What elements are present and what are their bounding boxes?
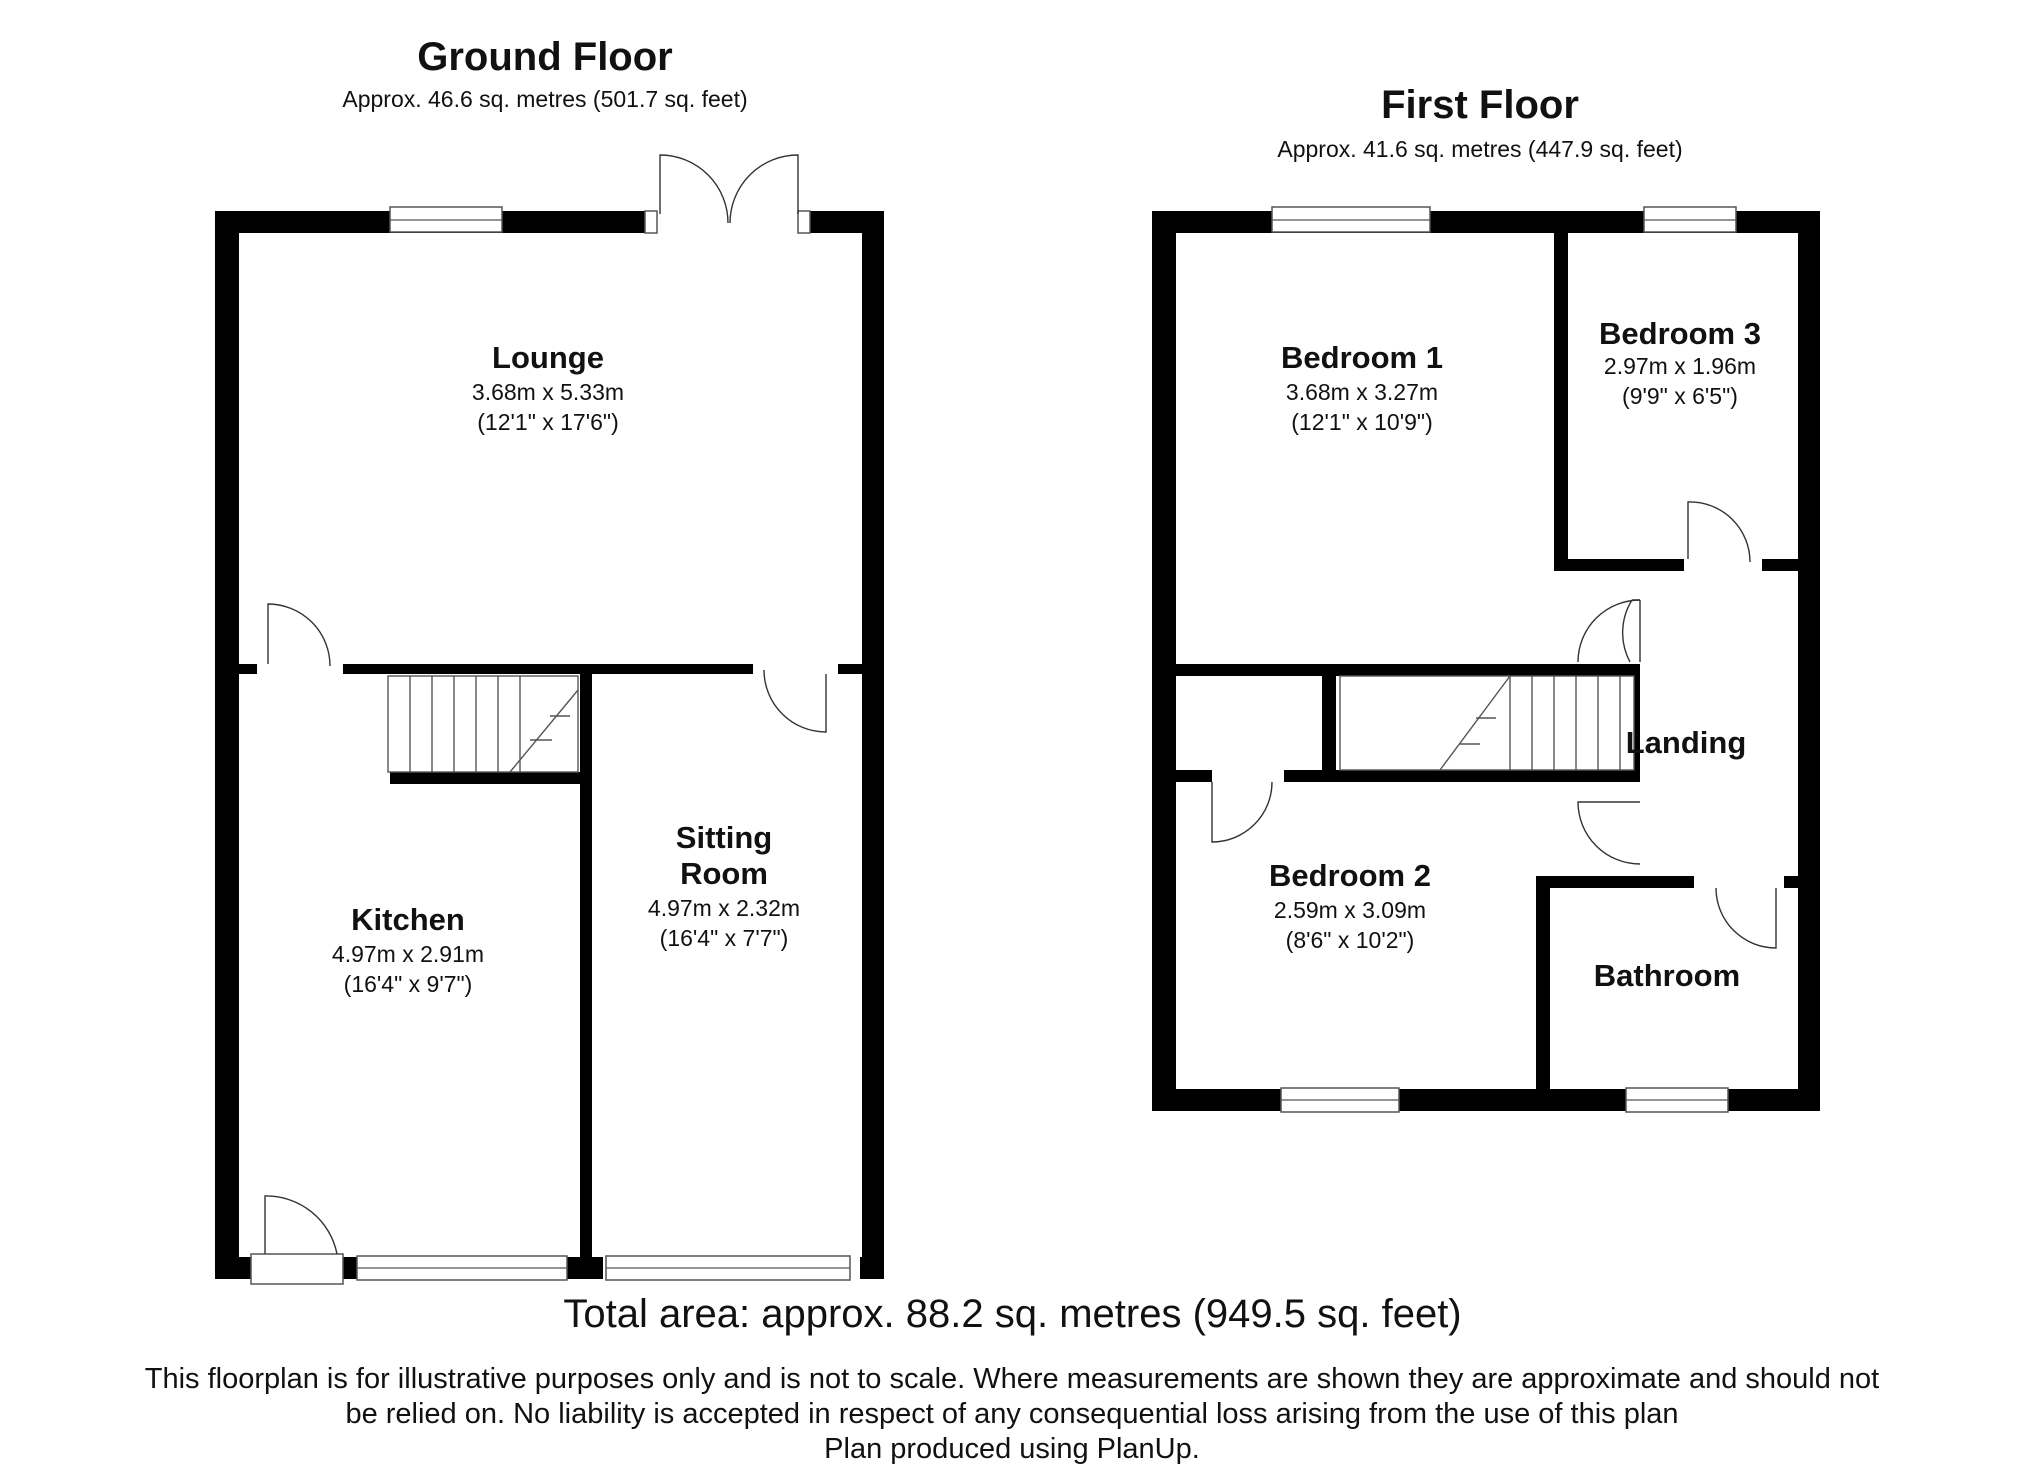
sitting-room-name-1: Sitting bbox=[676, 820, 772, 855]
bedroom2-imperial: (8'6" x 10'2") bbox=[1286, 927, 1415, 953]
wall-bedroom1-bottom bbox=[1176, 664, 1640, 676]
sitting-room-metric: 4.97m x 2.32m bbox=[648, 895, 800, 921]
bedroom3-metric: 2.97m x 1.96m bbox=[1604, 353, 1756, 379]
sitting-room-door bbox=[763, 669, 827, 733]
kitchen-name: Kitchen bbox=[351, 902, 465, 937]
total-area: Total area: approx. 88.2 sq. metres (949… bbox=[563, 1292, 1462, 1336]
bedroom1-name: Bedroom 1 bbox=[1281, 340, 1443, 375]
bedroom1-imperial: (12'1" x 10'9") bbox=[1291, 409, 1432, 435]
first-floor-plan: Bedroom 1 3.68m x 3.27m (12'1" x 10'9") … bbox=[1152, 206, 1820, 1113]
wall-bottom-a bbox=[215, 1257, 251, 1279]
bedroom2-metric: 2.59m x 3.09m bbox=[1274, 897, 1426, 923]
disclaimer: This floorplan is for illustrative purpo… bbox=[12, 1362, 2012, 1467]
kitchen-imperial: (16'4" x 9'7") bbox=[344, 971, 473, 997]
first-stairs bbox=[1339, 675, 1635, 771]
wall-bottom-c bbox=[860, 1257, 884, 1279]
bathroom-name: Bathroom bbox=[1594, 958, 1740, 993]
bedroom1-metric: 3.68m x 3.27m bbox=[1286, 379, 1438, 405]
bedroom3-door bbox=[1687, 501, 1751, 563]
landing-name: Landing bbox=[1626, 725, 1747, 760]
wall-stairs bbox=[390, 772, 580, 784]
wall-left bbox=[1152, 211, 1176, 1111]
ground-stairs bbox=[387, 675, 579, 773]
wall-right bbox=[1798, 211, 1820, 1111]
lounge-name: Lounge bbox=[492, 340, 604, 375]
disclaimer-line-1: This floorplan is for illustrative purpo… bbox=[144, 1363, 1880, 1395]
front-door bbox=[264, 1195, 338, 1255]
wall-bedroom3-left bbox=[1554, 233, 1568, 571]
bedroom2-door bbox=[1211, 781, 1273, 843]
wall-right bbox=[862, 211, 884, 1279]
first-floor-title: First Floor bbox=[1381, 83, 1579, 127]
ground-floor-title: Ground Floor bbox=[417, 35, 673, 79]
ground-floor-plan: Lounge 3.68m x 5.33m (12'1" x 17'6") Kit… bbox=[215, 154, 884, 1285]
first-floor-area: Approx. 41.6 sq. metres (447.9 sq. feet) bbox=[1277, 136, 1683, 162]
bedroom3-imperial: (9'9" x 6'5") bbox=[1622, 383, 1738, 409]
french-door-right bbox=[729, 154, 799, 224]
wall-bathroom-left bbox=[1536, 876, 1550, 1089]
lounge-metric: 3.68m x 5.33m bbox=[472, 379, 624, 405]
sitting-room-imperial: (16'4" x 7'7") bbox=[660, 925, 789, 951]
french-door-left bbox=[659, 154, 729, 224]
bedroom2-name: Bedroom 2 bbox=[1269, 858, 1431, 893]
sitting-room-name-2: Room bbox=[680, 856, 768, 891]
wall-bedroom2-top bbox=[1284, 770, 1640, 782]
lounge-imperial: (12'1" x 17'6") bbox=[477, 409, 618, 435]
bathroom-door bbox=[1715, 887, 1777, 949]
disclaimer-line-3: Plan produced using PlanUp. bbox=[824, 1433, 1200, 1465]
wall-bathroom-top bbox=[1536, 876, 1694, 888]
wall-lounge-kitchen bbox=[343, 664, 753, 674]
bedroom1-door bbox=[1621, 599, 1640, 663]
wall-kitchen-sitting bbox=[580, 664, 592, 1257]
bedroom3-name: Bedroom 3 bbox=[1599, 316, 1761, 351]
landing-door bbox=[1577, 801, 1641, 865]
ground-floor-area: Approx. 46.6 sq. metres (501.7 sq. feet) bbox=[342, 86, 748, 112]
disclaimer-line-2: be relied on. No liability is accepted i… bbox=[345, 1398, 1679, 1430]
wall-left bbox=[215, 211, 239, 1279]
lounge-kitchen-door bbox=[267, 603, 331, 667]
kitchen-metric: 4.97m x 2.91m bbox=[332, 941, 484, 967]
